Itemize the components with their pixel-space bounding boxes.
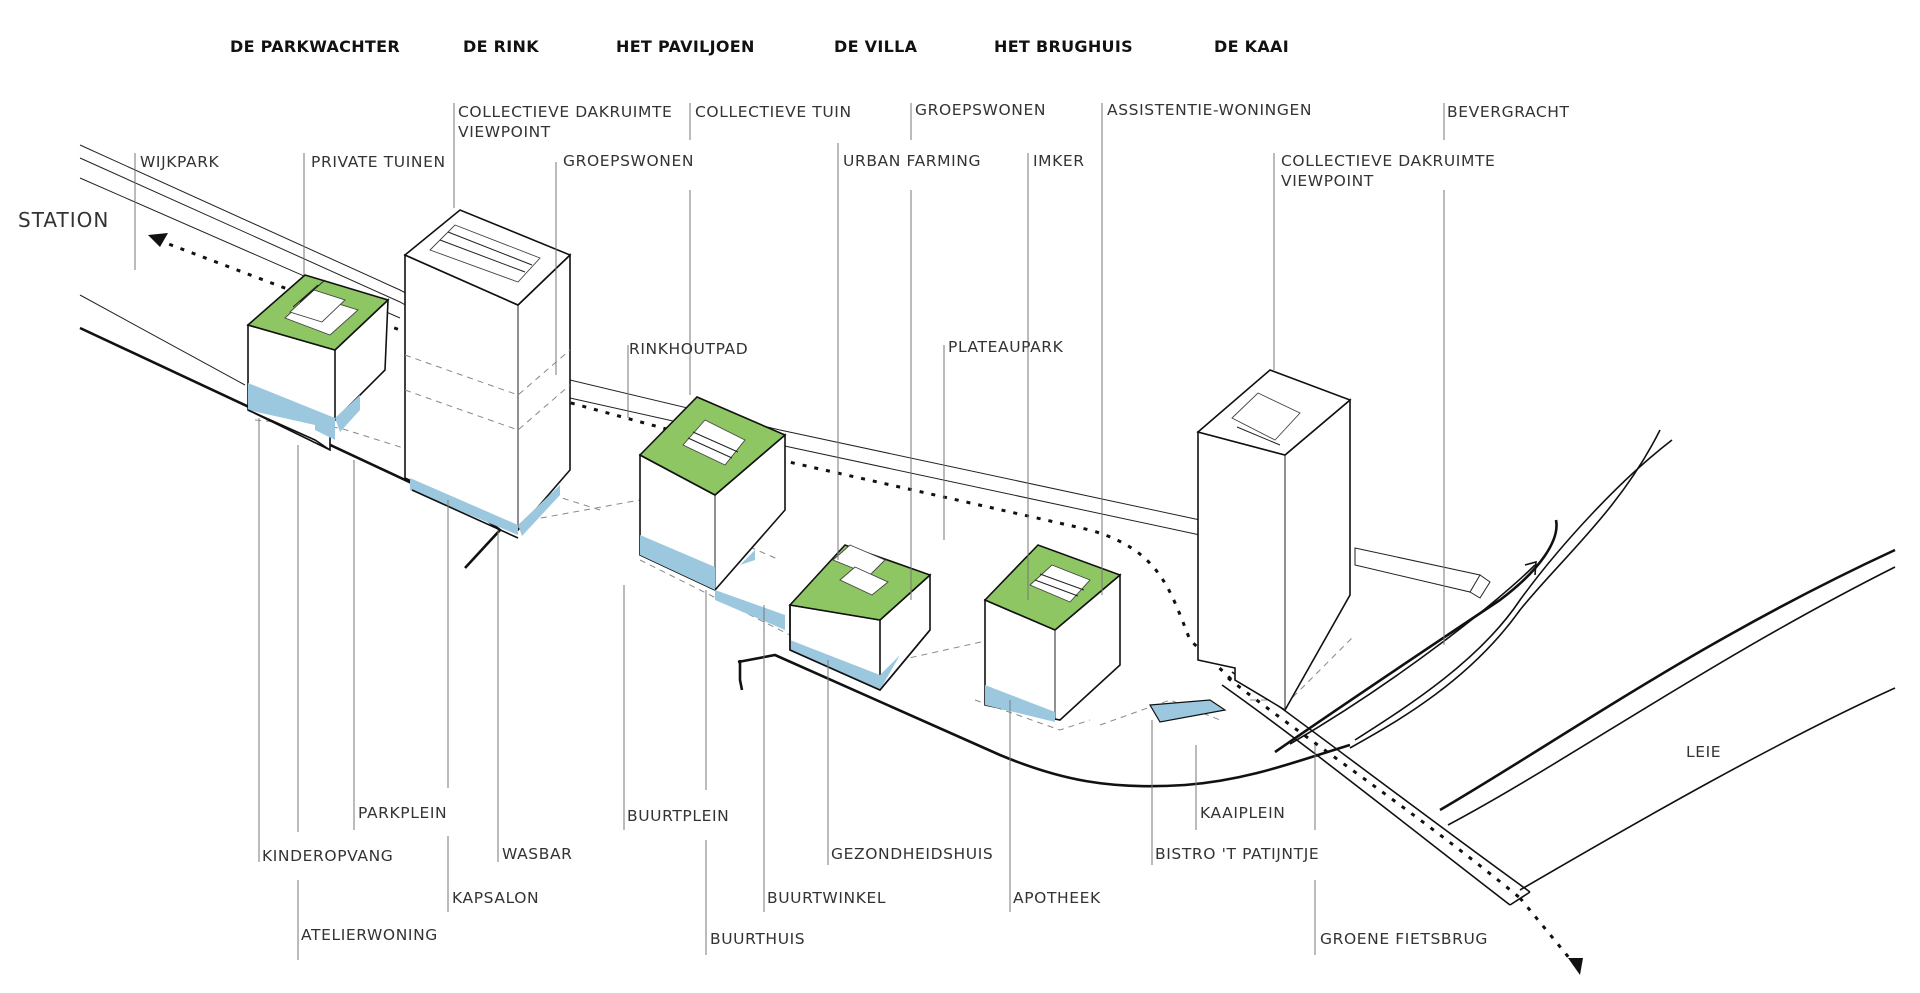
- label-viewpoint-2: VIEWPOINT: [1281, 172, 1374, 190]
- label-kaaiplein: KAAIPLEIN: [1200, 804, 1285, 822]
- label-bevergracht: BEVERGRACHT: [1447, 103, 1570, 121]
- label-private-tuinen: PRIVATE TUINEN: [311, 153, 446, 171]
- label-apotheek: APOTHEEK: [1013, 889, 1101, 907]
- pedestrian-route: [148, 233, 1583, 975]
- label-buurtwinkel: BUURTWINKEL: [767, 889, 886, 907]
- header-de-villa: DE VILLA: [834, 37, 918, 56]
- arrow-down-icon: [1568, 958, 1583, 975]
- label-collectieve-dakruimte-1: COLLECTIEVE DAKRUIMTE: [458, 103, 672, 121]
- building-het-brughuis: [983, 544, 1227, 723]
- label-bistro-t-patijntje: BISTRO 'T PATIJNTJE: [1155, 845, 1319, 863]
- header-het-brughuis: HET BRUGHUIS: [994, 37, 1133, 56]
- street-lines: [79, 144, 1896, 906]
- label-leie: LEIE: [1686, 743, 1721, 761]
- label-wasbar: WASBAR: [502, 845, 573, 863]
- building-de-parkwachter: [246, 274, 390, 452]
- label-groepswonen-1: GROEPSWONEN: [563, 152, 694, 170]
- label-viewpoint-1: VIEWPOINT: [458, 123, 551, 141]
- header-de-parkwachter: DE PARKWACHTER: [230, 37, 400, 56]
- label-gezondheidshuis: GEZONDHEIDSHUIS: [831, 845, 993, 863]
- building-de-villa: [788, 544, 932, 691]
- label-plateaupark: PLATEAUPARK: [948, 338, 1064, 356]
- label-parkplein: PARKPLEIN: [358, 804, 447, 822]
- header-het-paviljoen: HET PAVILJOEN: [616, 37, 755, 56]
- label-assistentie-woningen: ASSISTENTIE-WONINGEN: [1107, 101, 1312, 119]
- label-kinderopvang: KINDEROPVANG: [262, 847, 393, 865]
- label-wijkpark: WIJKPARK: [140, 153, 220, 171]
- label-groene-fietsbrug: GROENE FIETSBRUG: [1320, 930, 1488, 948]
- building-de-rink: [403, 209, 572, 539]
- header-de-rink: DE RINK: [463, 37, 539, 56]
- label-groepswonen-2: GROEPSWONEN: [915, 101, 1046, 119]
- label-urban-farming: URBAN FARMING: [843, 152, 981, 170]
- label-buurtplein: BUURTPLEIN: [627, 807, 729, 825]
- header-de-kaai: DE KAAI: [1214, 37, 1289, 56]
- building-het-paviljoen: [638, 396, 787, 630]
- building-headers: DE PARKWACHTER DE RINK HET PAVILJOEN DE …: [230, 37, 1289, 56]
- label-atelierwoning: ATELIERWONING: [301, 926, 438, 944]
- label-imker: IMKER: [1033, 152, 1085, 170]
- arrow-to-station-icon: [148, 233, 168, 247]
- label-station: STATION: [18, 208, 109, 232]
- leader-lines: [134, 103, 1445, 960]
- building-de-kaai: [1196, 369, 1352, 712]
- label-collectieve-tuin: COLLECTIEVE TUIN: [695, 103, 852, 121]
- label-kapsalon: KAPSALON: [452, 889, 539, 907]
- label-collectieve-dakruimte-2: COLLECTIEVE DAKRUIMTE: [1281, 152, 1495, 170]
- bottom-labels: PARKPLEIN KINDEROPVANG ATELIERWONING KAP…: [262, 804, 1488, 948]
- label-buurthuis: BUURTHUIS: [710, 930, 805, 948]
- label-rinkhoutpad: RINKHOUTPAD: [629, 340, 748, 358]
- top-labels: WIJKPARK PRIVATE TUINEN COLLECTIEVE DAKR…: [140, 101, 1570, 358]
